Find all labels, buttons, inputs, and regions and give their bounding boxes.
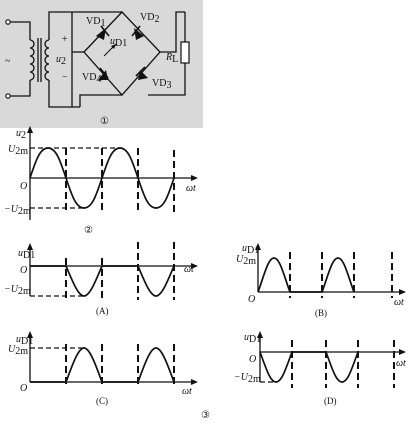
option-d-curve [259,351,359,383]
vd1-label: VD1 [86,16,105,29]
minus-sign: − [62,72,68,83]
option-c-curve [30,347,175,383]
ud1-label: uD1 [110,36,127,49]
load-resistor [180,41,190,64]
u2-origin: O [20,181,27,192]
rl-label: RL [165,52,178,65]
option-c-level: U2m [8,344,28,357]
circuit-background [0,0,203,128]
option-c-xlabel: ωt [182,386,192,397]
option-a-curve [30,265,175,297]
secondary-lead-top [48,11,72,40]
plus-sign: + [62,34,68,45]
option-a-origin: O [20,265,27,276]
secondary-coil [44,39,50,81]
u2-ylabel: u2 [16,128,26,141]
option-d-ylabel: uD1 [244,332,261,345]
primary-coil [29,39,35,81]
option-c-plot: uD1 U2m O ωt (C) [8,331,198,406]
option-a-xlabel: ωt [184,264,194,275]
secondary-lead-bottom [48,80,72,108]
option-d-plot: uD1 O −U2m ωt (D) [234,331,406,406]
vd3-label: VD3 [152,78,171,91]
option-d-caption: (D) [324,396,337,406]
source-terminal-bottom [5,93,11,99]
option-b-origin: O [248,294,255,305]
diode-vd4 [98,67,109,80]
u2-xlabel: ωt [186,183,196,194]
option-d-xlabel: ωt [396,358,406,369]
option-a-level: −U2m [4,284,31,297]
u2-peak-label: U2m [8,144,28,157]
u2-waveform-plot: u2 U2m −U2m O ωt ② [4,126,198,236]
diode-vd2 [131,25,144,40]
circuit-caption: ① [100,116,109,127]
figure-3-caption: ③ [201,410,210,421]
u2-caption: ② [84,225,93,236]
source-terminal-top [5,19,11,25]
option-b-ylabel: uD1 [242,243,259,256]
vd2-label: VD2 [140,12,159,25]
option-a-plot: uD1 O −U2m ωt (A) [4,242,198,316]
option-a-caption: (A) [96,306,109,316]
option-b-xlabel: ωt [394,297,404,308]
option-b-caption: (B) [315,308,327,318]
circuit-diagram: ~ + − u2 [0,0,203,128]
diode-vd3 [135,66,148,80]
diode-vd1 [96,25,110,40]
option-c-ylabel: uD1 [16,334,33,347]
option-b-plot: uD1 U2m O ωt (B) [236,243,406,318]
option-c-caption: (C) [96,396,108,406]
option-d-origin: O [249,354,256,365]
u2-neg-peak-label: −U2m [4,204,31,217]
option-c-origin: O [20,383,27,394]
option-a-ylabel: uD1 [18,248,35,261]
ac-source-symbol: ~ [5,56,11,67]
option-b-level: U2m [236,254,256,267]
option-b-curve [257,257,355,293]
source-leads [10,21,31,97]
vd4-label: VD4 [82,72,101,85]
option-d-level: −U2m [234,372,261,385]
transformer [29,38,50,82]
u2-sine-curve [29,147,175,209]
u2-label: u2 [56,54,66,67]
